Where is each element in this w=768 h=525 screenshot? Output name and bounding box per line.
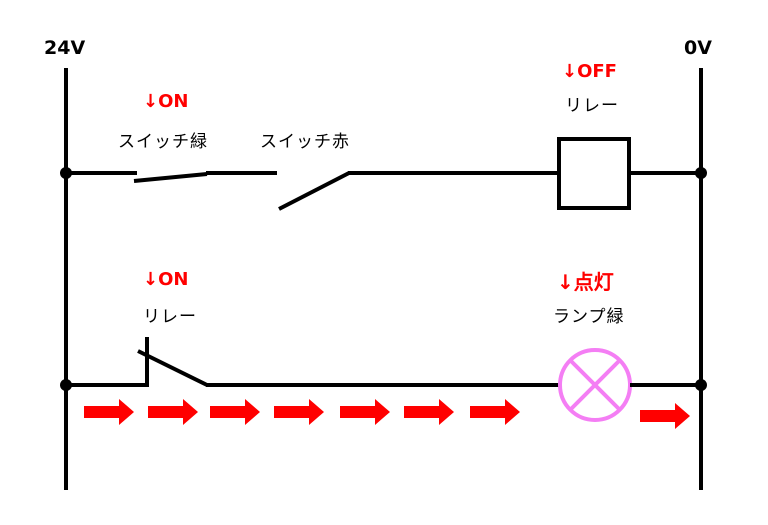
- lamp-state: ↓点灯: [557, 270, 614, 294]
- lamp-label: ランプ緑: [553, 307, 625, 327]
- relay-coil-state: ↓OFF: [562, 61, 617, 82]
- relay-coil-label: リレー: [565, 96, 619, 116]
- relay-contact-blade[interactable]: [137, 349, 208, 387]
- current-arrow-icon: [640, 403, 690, 429]
- current-arrow-icon: [470, 399, 520, 425]
- current-arrow-icon: [84, 399, 134, 425]
- relay-contact-label: リレー: [143, 307, 197, 327]
- relay-coil-icon[interactable]: [557, 137, 631, 210]
- wire: [66, 337, 149, 387]
- rail-label-0v: 0V: [684, 37, 712, 59]
- switch-red-label: スイッチ赤: [260, 132, 350, 152]
- relay-contact-state: ↓ON: [143, 269, 189, 290]
- current-arrow-icon: [404, 399, 454, 425]
- lamp-icon[interactable]: [558, 348, 632, 422]
- current-arrow-icon: [340, 399, 390, 425]
- switch-green-label: スイッチ緑: [118, 132, 208, 152]
- current-arrow-icon: [274, 399, 324, 425]
- switch-red-blade[interactable]: [278, 171, 350, 211]
- switch-green-blade[interactable]: [133, 172, 208, 183]
- rail-label-24v: 24V: [44, 37, 86, 59]
- current-arrow-icon: [210, 399, 260, 425]
- current-arrow-icon: [148, 399, 198, 425]
- switch-green-state: ↓ON: [143, 91, 189, 112]
